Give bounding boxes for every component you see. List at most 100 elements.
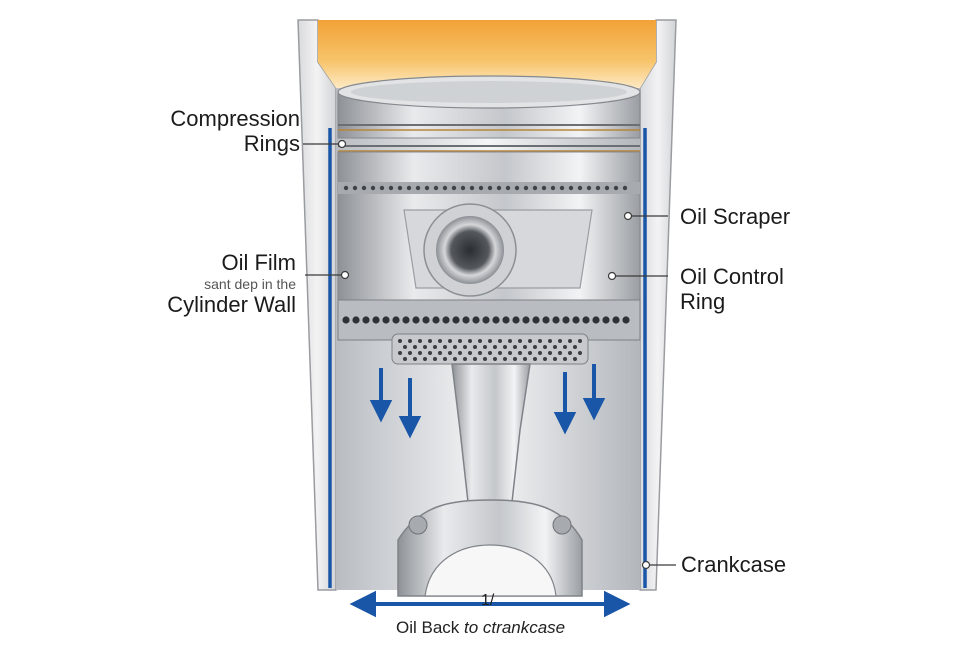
hole bbox=[418, 351, 422, 355]
hole bbox=[483, 357, 487, 361]
hole bbox=[498, 339, 502, 343]
hole bbox=[388, 185, 394, 191]
hole bbox=[612, 316, 620, 324]
oil-film-line bbox=[328, 128, 647, 588]
hole bbox=[469, 185, 475, 191]
hole bbox=[578, 351, 582, 355]
hole bbox=[453, 345, 457, 349]
hole bbox=[424, 185, 430, 191]
hole bbox=[568, 185, 574, 191]
hole bbox=[503, 357, 507, 361]
piston-pin bbox=[423, 203, 517, 297]
hole bbox=[563, 357, 567, 361]
hole bbox=[528, 351, 532, 355]
label-crankcase: Crankcase bbox=[681, 552, 787, 577]
hole bbox=[452, 316, 460, 324]
hole bbox=[372, 316, 380, 324]
hole bbox=[613, 185, 619, 191]
oil-drip-arrows bbox=[369, 364, 606, 439]
label-oil-film-sub: sant dep in the bbox=[204, 276, 296, 292]
leader-dots bbox=[337, 139, 651, 570]
hole bbox=[558, 339, 562, 343]
hole bbox=[397, 185, 403, 191]
hole bbox=[488, 351, 492, 355]
hole bbox=[423, 345, 427, 349]
hole bbox=[382, 316, 390, 324]
hole bbox=[472, 316, 480, 324]
hole bbox=[532, 185, 538, 191]
hole bbox=[408, 339, 412, 343]
piston-crown bbox=[337, 75, 641, 139]
label-oil-film: Oil Film bbox=[221, 250, 296, 275]
hole bbox=[478, 351, 482, 355]
label-compression-rings: Compression Rings bbox=[120, 106, 300, 157]
hole bbox=[398, 351, 402, 355]
hole bbox=[453, 357, 457, 361]
hole bbox=[518, 351, 522, 355]
caption-part-a: Oil Back bbox=[396, 618, 460, 637]
hole bbox=[433, 185, 439, 191]
hole bbox=[438, 351, 442, 355]
hole bbox=[415, 185, 421, 191]
hole bbox=[478, 339, 482, 343]
hole bbox=[402, 316, 410, 324]
oil-scraper-holes bbox=[343, 185, 628, 191]
hole bbox=[361, 185, 367, 191]
hole bbox=[543, 357, 547, 361]
hole bbox=[473, 345, 477, 349]
hole bbox=[406, 185, 412, 191]
hole bbox=[458, 351, 462, 355]
hole bbox=[541, 185, 547, 191]
hole bbox=[433, 357, 437, 361]
hole bbox=[592, 316, 600, 324]
hole bbox=[563, 345, 567, 349]
hole bbox=[451, 185, 457, 191]
hole bbox=[568, 351, 572, 355]
hole bbox=[573, 357, 577, 361]
hole bbox=[548, 351, 552, 355]
label-oil-control-ring: Oil Control Ring bbox=[680, 264, 784, 315]
hole bbox=[542, 316, 550, 324]
hole bbox=[513, 345, 517, 349]
hole bbox=[418, 339, 422, 343]
caption-part-b: to ctrankcase bbox=[464, 618, 566, 637]
hole bbox=[498, 351, 502, 355]
hole bbox=[413, 357, 417, 361]
hole bbox=[412, 316, 420, 324]
hole bbox=[523, 357, 527, 361]
hole bbox=[478, 185, 484, 191]
hole bbox=[352, 185, 358, 191]
hole bbox=[562, 316, 570, 324]
hole bbox=[518, 339, 522, 343]
combustion-chamber bbox=[318, 20, 656, 88]
hole bbox=[448, 339, 452, 343]
hole bbox=[548, 339, 552, 343]
hole bbox=[505, 185, 511, 191]
label-bottom-mark: 1/ bbox=[481, 592, 495, 609]
hole bbox=[462, 316, 470, 324]
hole bbox=[403, 345, 407, 349]
hole bbox=[503, 345, 507, 349]
hole bbox=[559, 185, 565, 191]
hole bbox=[482, 316, 490, 324]
hole bbox=[483, 345, 487, 349]
hole bbox=[586, 185, 592, 191]
hole bbox=[538, 339, 542, 343]
hole bbox=[463, 345, 467, 349]
hole bbox=[533, 345, 537, 349]
hole bbox=[443, 357, 447, 361]
hole bbox=[523, 345, 527, 349]
hole bbox=[463, 357, 467, 361]
hole bbox=[442, 316, 450, 324]
hole bbox=[488, 339, 492, 343]
compression-rings bbox=[338, 124, 640, 152]
label-cylinder-wall: Cylinder Wall bbox=[167, 292, 296, 317]
hole bbox=[552, 316, 560, 324]
hole bbox=[493, 345, 497, 349]
hole bbox=[553, 345, 557, 349]
hole bbox=[468, 351, 472, 355]
hole bbox=[512, 316, 520, 324]
hole bbox=[433, 345, 437, 349]
hole bbox=[508, 351, 512, 355]
